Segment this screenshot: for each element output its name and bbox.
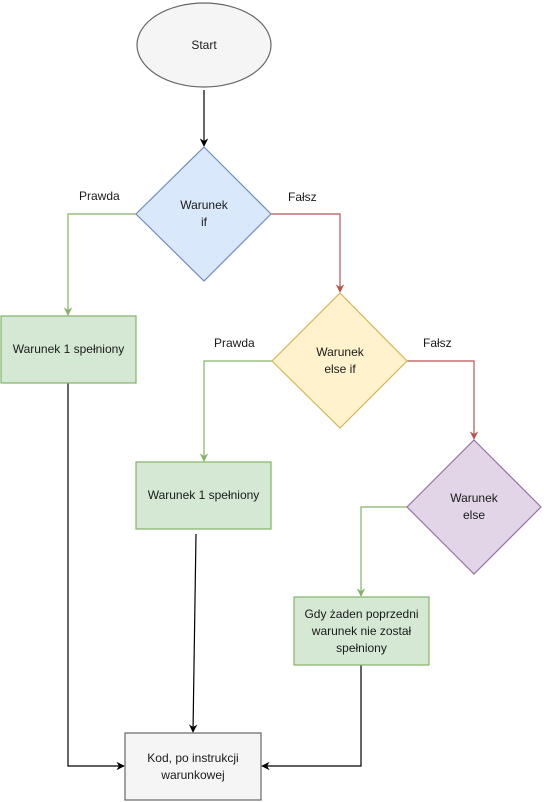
edge-elseif-true <box>199 360 272 462</box>
edge-if-false <box>271 213 345 293</box>
elseif-decision <box>271 292 408 429</box>
if-true-process <box>0 315 137 384</box>
edge-elseif-false <box>407 360 479 440</box>
else-true-process <box>293 596 430 666</box>
start-terminal <box>136 2 272 88</box>
else-decision <box>406 439 542 575</box>
if-decision <box>135 146 272 282</box>
if-false-edge-label: Fałsz <box>288 190 317 204</box>
edge-if-true <box>63 213 136 316</box>
end-process <box>124 732 262 801</box>
edge-iftrue-to-end <box>67 383 125 771</box>
edge-elseiftrue-to-end <box>188 533 198 733</box>
edge-else-true <box>356 506 407 597</box>
if-true-edge-label: Prawda <box>79 189 120 203</box>
elseif-true-edge-label: Prawda <box>214 336 255 350</box>
edge-elsetrue-to-end <box>261 665 362 771</box>
elseif-false-edge-label: Fałsz <box>423 336 452 350</box>
elseif-true-process <box>135 461 272 530</box>
